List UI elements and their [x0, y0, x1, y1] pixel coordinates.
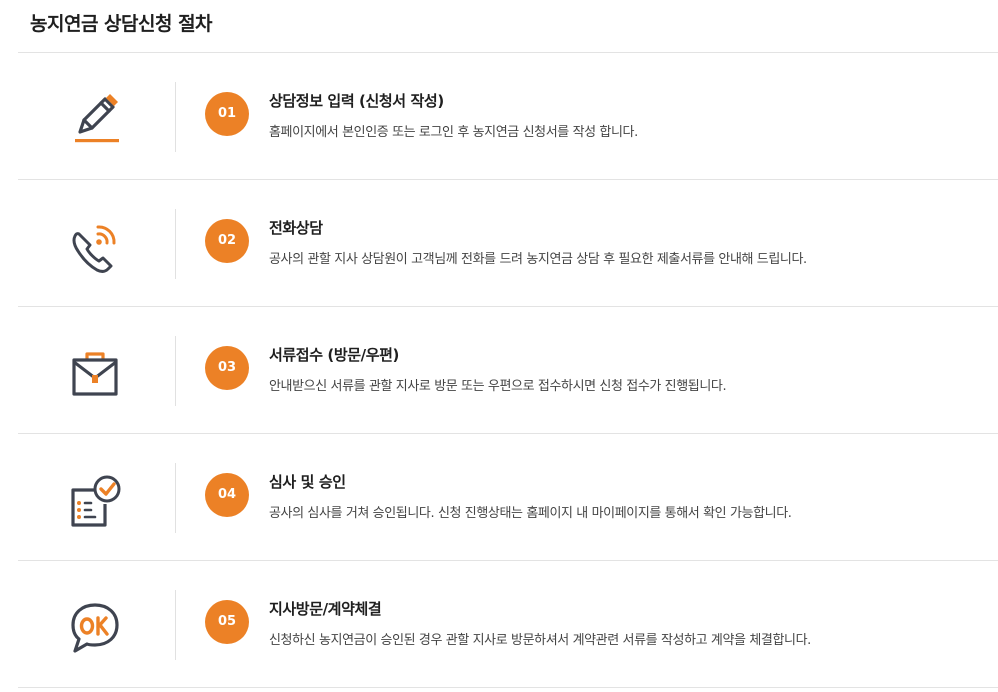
step-divider: [175, 463, 176, 533]
step-title: 심사 및 승인: [269, 473, 346, 491]
ok-speech-bubble-icon: [65, 597, 125, 657]
step-item: 04 심사 및 승인 공사의 심사를 거쳐 승인됩니다. 신청 진행상태는 홈페…: [18, 434, 998, 561]
step-item: 01 상담정보 입력 (신청서 작성) 홈페이지에서 본인인증 또는 로그인 후…: [18, 53, 998, 180]
step-divider: [175, 209, 176, 279]
document-check-icon: [65, 470, 125, 530]
step-item: 03 서류접수 (방문/우편) 안내받으신 서류를 관할 지사로 방문 또는 우…: [18, 307, 998, 434]
procedure-steps-list: 01 상담정보 입력 (신청서 작성) 홈페이지에서 본인인증 또는 로그인 후…: [18, 53, 998, 688]
phone-call-icon: [65, 216, 125, 276]
step-title: 지사방문/계약체결: [269, 600, 382, 618]
step-description: 공사의 심사를 거쳐 승인됩니다. 신청 진행상태는 홈페이지 내 마이페이지를…: [269, 506, 792, 521]
step-number-badge: 05: [205, 600, 249, 644]
step-item: 02 전화상담 공사의 관할 지사 상담원이 고객님께 전화를 드려 농지연금 …: [18, 180, 998, 307]
step-description: 홈페이지에서 본인인증 또는 로그인 후 농지연금 신청서를 작성 합니다.: [269, 125, 638, 140]
step-description: 공사의 관할 지사 상담원이 고객님께 전화를 드려 농지연금 상담 후 필요한…: [269, 252, 807, 267]
step-number-badge: 02: [205, 219, 249, 263]
briefcase-icon: [65, 343, 125, 403]
step-title: 상담정보 입력 (신청서 작성): [269, 92, 444, 110]
step-divider: [175, 590, 176, 660]
step-divider: [175, 336, 176, 406]
step-number-badge: 04: [205, 473, 249, 517]
step-title: 서류접수 (방문/우편): [269, 346, 400, 364]
pencil-icon: [65, 89, 125, 149]
step-title: 전화상담: [269, 219, 323, 237]
page-title: 농지연금 상담신청 절차: [30, 13, 213, 35]
title-divider: [18, 52, 998, 53]
step-description: 안내받으신 서류를 관할 지사로 방문 또는 우편으로 접수하시면 신청 접수가…: [269, 379, 727, 394]
step-number-badge: 03: [205, 346, 249, 390]
step-item: 05 지사방문/계약체결 신청하신 농지연금이 승인된 경우 관할 지사로 방문…: [18, 561, 998, 688]
step-description: 신청하신 농지연금이 승인된 경우 관할 지사로 방문하셔서 계약관련 서류를 …: [269, 633, 811, 648]
step-divider: [175, 82, 176, 152]
step-number-badge: 01: [205, 92, 249, 136]
